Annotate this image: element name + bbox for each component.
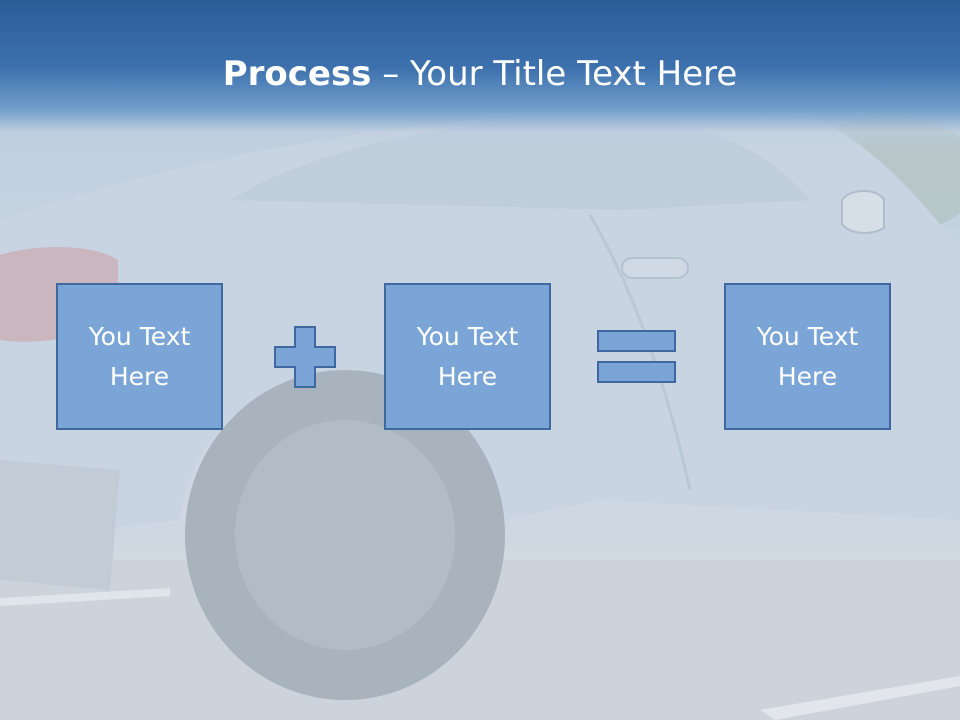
box-1-line-2: Here [109, 361, 170, 391]
plus-icon[interactable] [274, 326, 336, 388]
parking-line [760, 676, 960, 720]
parking-line [0, 588, 170, 606]
title-band [0, 0, 960, 150]
door-handle [621, 257, 689, 279]
side-mirror [841, 190, 885, 234]
box-1-line-1: You Text [88, 321, 191, 351]
box-2-line-2: Here [437, 361, 498, 391]
slide-title[interactable]: Process – Your Title Text Here [0, 52, 960, 96]
title-rest: – Your Title Text Here [371, 54, 738, 94]
box-3-line-1: You Text [756, 321, 859, 351]
equals-icon[interactable] [597, 330, 677, 384]
box-3-line-2: Here [777, 361, 838, 391]
title-bold: Process [222, 54, 372, 94]
box-2-line-1: You Text [416, 321, 519, 351]
bumper [0, 460, 120, 590]
rim [235, 420, 455, 650]
